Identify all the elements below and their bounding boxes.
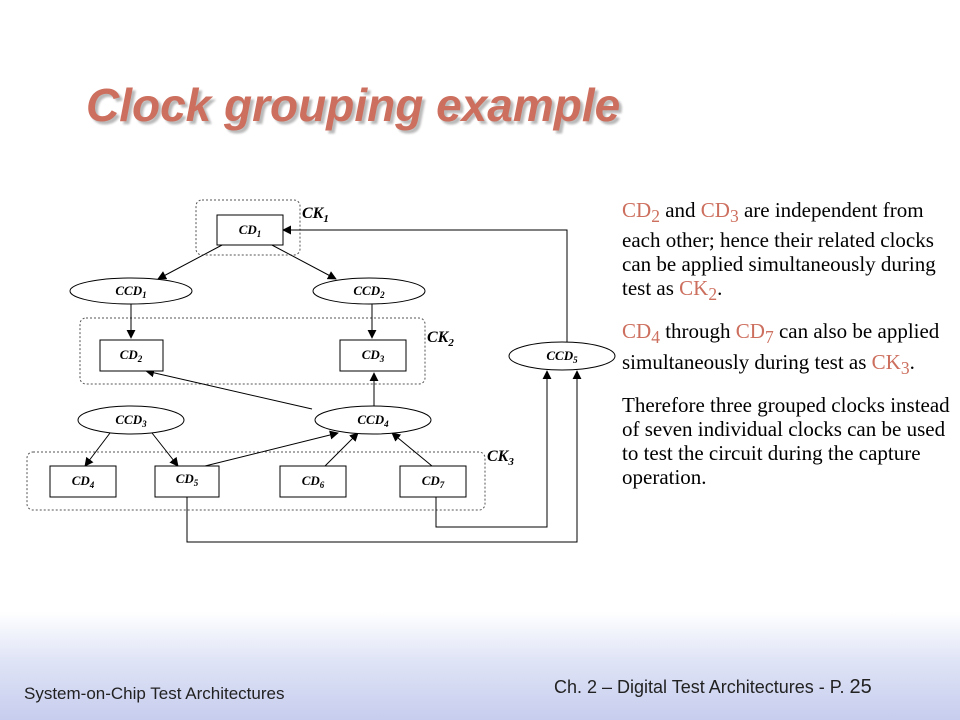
edge-ccd3-cd4 [84,432,111,467]
edge-ccd5-cd1 [282,225,568,342]
svg-text:CD1: CD1 [239,222,262,239]
paragraph-ck3-group: CD4 through CD7 can also be applied simu… [622,319,940,378]
ck2-label: CK2 [427,329,454,349]
node-ccd5: CCD5 [508,341,616,371]
svg-text:CD6: CD6 [302,473,325,490]
ck3-group-box [26,451,486,511]
svg-text:CD4: CD4 [72,473,95,490]
node-cd6: CD6 [279,465,347,498]
node-ccd4: CCD4 [314,405,432,435]
node-cd1: CD1 [216,214,284,246]
svg-text:CD5: CD5 [176,471,199,488]
edge-ccd4-cd2 [145,368,313,410]
footer-chapter: Ch. 2 – Digital Test Architectures - P. [554,677,845,697]
node-ccd2: CCD2 [312,277,426,305]
svg-text:CCD5: CCD5 [546,348,578,365]
node-cd3: CD3 [339,339,407,372]
node-ccd3: CCD3 [77,405,185,435]
svg-text:CD2: CD2 [120,347,143,364]
svg-text:CCD1: CCD1 [115,283,146,300]
slide-title: Clock grouping example [86,79,621,131]
edge-cd5-ccd4 [204,430,339,467]
svg-text:CCD2: CCD2 [353,283,385,300]
node-cd2: CD2 [99,339,164,372]
ck3-label: CK3 [487,448,514,468]
node-cd7: CD7 [399,465,467,498]
ck1-label: CK1 [302,205,329,225]
svg-text:CCD4: CCD4 [357,412,389,429]
node-cd5: CD5 [154,465,220,498]
edge-cd1-ccd2 [269,243,337,280]
edge-ccd3-cd5 [151,432,179,467]
svg-text:CD3: CD3 [362,347,385,364]
edge-cd7-ccd4 [391,432,433,467]
edge-cd5-ccd5 [186,370,582,543]
svg-text:CD7: CD7 [422,473,445,490]
ck2-group-box [79,317,426,385]
svg-text:CCD3: CCD3 [115,412,147,429]
footer-page-number: 25 [849,676,872,698]
node-ccd1: CCD1 [69,277,193,305]
footer-chapter-page: Ch. 2 – Digital Test Architectures - P. … [554,676,872,699]
paragraph-independent-clocks: CD2 and CD3 are independent from each ot… [622,198,936,305]
ck1-group-box [195,199,301,256]
paragraph-conclusion: Therefore three grouped clocks instead o… [622,392,950,489]
node-cd4: CD4 [49,465,117,498]
edge-cd1-ccd1 [157,243,225,280]
footer-band [0,612,960,720]
edge-cd7-ccd5 [435,370,552,528]
footer-book-title: System-on-Chip Test Architectures [24,684,285,703]
edge-cd6-ccd4 [324,432,359,467]
explanation-text: CD2 and CD3 are independent from each ot… [622,198,952,502]
